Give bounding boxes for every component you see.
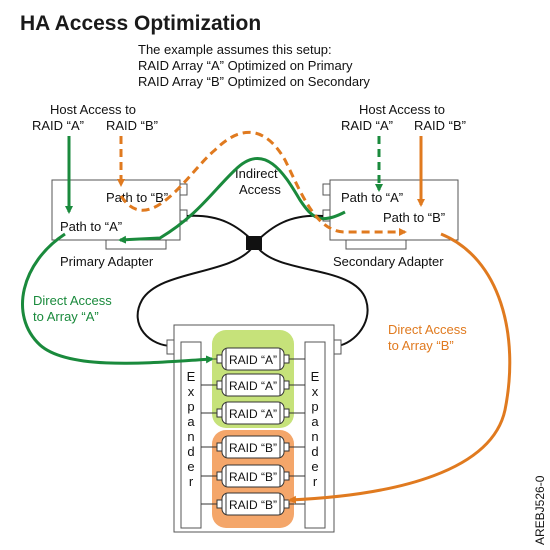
- disk-drive: RAID “B”: [201, 492, 305, 516]
- left-expander-letter: e: [187, 459, 194, 474]
- left-expander: [180, 341, 202, 529]
- indirect-path-a: [118, 156, 346, 244]
- secondary-adapter: Path to “A” Path to “B”: [322, 179, 459, 250]
- disk-label: RAID “B”: [229, 470, 277, 484]
- right-host-raid-b: RAID “B”: [414, 118, 466, 133]
- primary-adapter: Path to “B” Path to “A”: [51, 179, 188, 250]
- direct-access-a-line-2: to Array “A”: [33, 309, 99, 324]
- disk-label: RAID “A”: [229, 379, 277, 393]
- right-expander-letter: x: [312, 384, 319, 399]
- primary-path-b: Path to “B”: [106, 190, 168, 205]
- disk-label: RAID “A”: [229, 353, 277, 367]
- cable-junction: [246, 236, 262, 250]
- right-host-label: Host Access to: [359, 102, 445, 117]
- right-expander-letter: d: [311, 444, 318, 459]
- right-expander-letter: n: [311, 429, 318, 444]
- page-title: HA Access Optimization: [20, 12, 261, 35]
- secondary-path-a: Path to “A”: [341, 190, 403, 205]
- left-expander-letter: x: [188, 384, 195, 399]
- left-expander-letter: E: [187, 369, 196, 384]
- left-host-label: Host Access to: [50, 102, 136, 117]
- right-expander: [304, 341, 326, 529]
- left-expander-letter: n: [187, 429, 194, 444]
- direct-access-b-line-2: to Array “B”: [388, 338, 454, 353]
- left-expander-letter: a: [187, 414, 195, 429]
- left-expander-letter: p: [187, 399, 194, 414]
- left-host-raid-b: RAID “B”: [106, 118, 158, 133]
- sas-cabling: [136, 214, 369, 348]
- direct-access-b-line-1: Direct Access: [388, 322, 467, 337]
- figure-id: AREBJ526-0: [533, 475, 547, 545]
- direct-access-a-arrow: [21, 232, 214, 365]
- indirect-access-line-1: Indirect: [235, 166, 278, 181]
- left-host-raid-a: RAID “A”: [32, 118, 84, 133]
- secondary-adapter-label: Secondary Adapter: [333, 254, 444, 269]
- primary-path-a: Path to “A”: [60, 219, 122, 234]
- direct-access-a-line-1: Direct Access: [33, 293, 112, 308]
- left-expander-letter: d: [187, 444, 194, 459]
- indirect-access-line-2: Access: [239, 182, 281, 197]
- disk-drive: RAID “B”: [201, 435, 305, 459]
- indirect-path-b: [119, 130, 407, 236]
- disk-label: RAID “B”: [229, 498, 277, 512]
- right-expander-letter: e: [311, 459, 318, 474]
- direct-access-b-arrow: [288, 232, 512, 504]
- right-host-raid-a: RAID “A”: [341, 118, 393, 133]
- right-expander-letter: E: [311, 369, 320, 384]
- right-expander-letter: a: [311, 414, 319, 429]
- disk-drive: RAID “A”: [201, 401, 305, 425]
- right-expander-letter: r: [313, 474, 318, 489]
- disk-label: RAID “B”: [229, 441, 277, 455]
- right-expander-letter: p: [311, 399, 318, 414]
- setup-line-1: The example assumes this setup:: [138, 42, 332, 57]
- primary-adapter-label: Primary Adapter: [60, 254, 154, 269]
- left-expander-letter: r: [189, 474, 194, 489]
- disk-drive: RAID “A”: [201, 373, 305, 397]
- disk-label: RAID “A”: [229, 407, 277, 421]
- secondary-path-b: Path to “B”: [383, 210, 445, 225]
- disk-drives: RAID “A” RAID “A” RAID “A” RAID “B” RAID “B”…: [201, 347, 305, 516]
- disk-drive: RAID “B”: [201, 464, 305, 488]
- setup-line-3: RAID Array “B” Optimized on Secondary: [138, 74, 370, 89]
- setup-line-2: RAID Array “A” Optimized on Primary: [138, 58, 353, 73]
